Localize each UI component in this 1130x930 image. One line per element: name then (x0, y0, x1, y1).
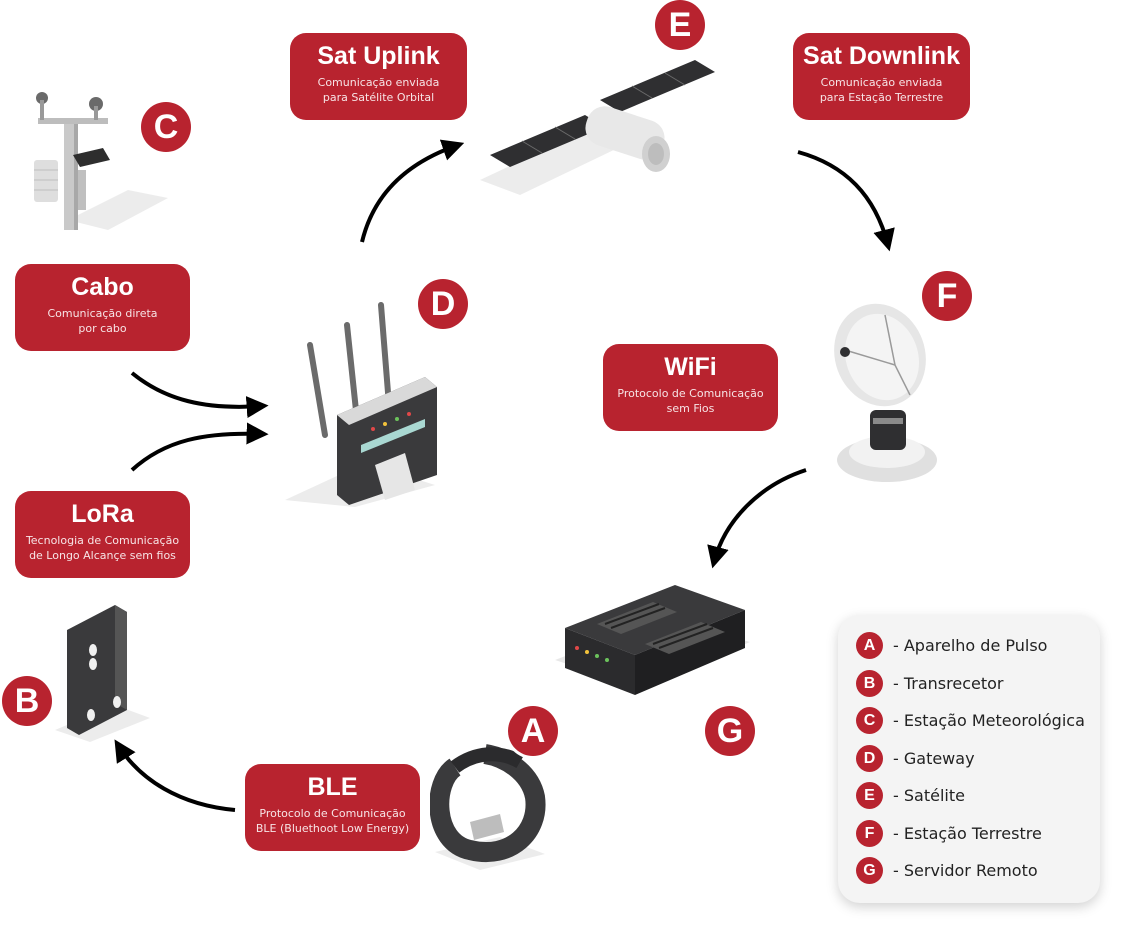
legend-item: C - Estação Meteorológica (856, 705, 1085, 735)
legend-label: - Aparelho de Pulso (893, 635, 1048, 655)
weather-station-icon (34, 92, 168, 230)
legend-item: E - Satélite (856, 780, 965, 810)
router-icon (285, 302, 437, 507)
arrow-gateway-to-satellite (360, 139, 465, 243)
sat-downlink-desc: Comunicação enviada para Estação Terrest… (819, 76, 944, 104)
arrow-lora-to-gateway (130, 422, 269, 472)
legend-item: B - Transrecetor (856, 668, 1004, 698)
sat-downlink-box: Sat Downlink Comunicação enviada para Es… (793, 33, 970, 120)
legend-label: - Estação Terrestre (893, 823, 1042, 843)
lora-title: LoRa (71, 500, 134, 528)
legend-item: D - Gateway (856, 743, 975, 773)
lora-box: LoRa Tecnologia de Comunicação de Longo … (15, 491, 190, 578)
wifi-title: WiFi (664, 353, 717, 381)
cabo-box: Cabo Comunicação direta por cabo (15, 264, 190, 351)
arrow-satellite-to-station (797, 150, 895, 252)
legend-panel: A - Aparelho de Pulso B - Transrecetor C… (838, 615, 1100, 903)
ble-desc: Protocolo de Comunicação BLE (Bluethoot … (255, 807, 410, 835)
legend-label: - Transrecetor (893, 673, 1004, 693)
ble-box: BLE Protocolo de Comunicação BLE (Blueth… (245, 764, 420, 851)
arrow-station-to-server (707, 468, 807, 569)
badge-b: B (2, 676, 52, 726)
wristband-icon (430, 744, 546, 870)
legend-badge: B (856, 669, 883, 697)
legend-label: - Servidor Remoto (893, 860, 1038, 880)
wifi-desc: Protocolo de Comunicação sem Fios (617, 387, 764, 415)
legend-badge: F (856, 819, 883, 847)
arrow-cable-to-gateway (130, 371, 269, 419)
badge-e: E (655, 0, 705, 50)
cabo-title: Cabo (71, 273, 134, 301)
satellite-icon (480, 60, 715, 195)
badge-a: A (508, 706, 558, 756)
badge-c: C (141, 102, 191, 152)
badge-d: D (418, 279, 468, 329)
legend-label: - Estação Meteorológica (893, 710, 1085, 730)
legend-badge: D (856, 744, 883, 772)
cabo-desc: Comunicação direta por cabo (47, 307, 158, 335)
satellite-dish-icon (834, 303, 937, 482)
lora-desc: Tecnologia de Comunicação de Longo Alcan… (25, 534, 180, 562)
legend-label: - Satélite (893, 785, 965, 805)
legend-item: A - Aparelho de Pulso (856, 630, 1047, 660)
legend-item: G - Servidor Remoto (856, 855, 1038, 885)
legend-badge: C (856, 706, 883, 734)
legend-badge: E (856, 781, 883, 809)
legend-item: F - Estação Terrestre (856, 818, 1042, 848)
badge-f: F (922, 271, 972, 321)
sat-downlink-title: Sat Downlink (803, 42, 960, 70)
server-icon (555, 585, 750, 695)
ble-title: BLE (307, 773, 358, 801)
badge-g: G (705, 706, 755, 756)
sat-uplink-box: Sat Uplink Comunicação enviada para Saté… (290, 33, 467, 120)
wifi-box: WiFi Protocolo de Comunicação sem Fios (603, 344, 778, 431)
sat-uplink-title: Sat Uplink (317, 42, 440, 70)
arrow-wristband-to-transceiver (114, 739, 236, 812)
transceiver-icon (55, 605, 150, 742)
sat-uplink-desc: Comunicação enviada para Satélite Orbita… (317, 76, 440, 104)
legend-badge: A (856, 631, 883, 659)
legend-badge: G (856, 856, 883, 884)
legend-label: - Gateway (893, 748, 975, 768)
